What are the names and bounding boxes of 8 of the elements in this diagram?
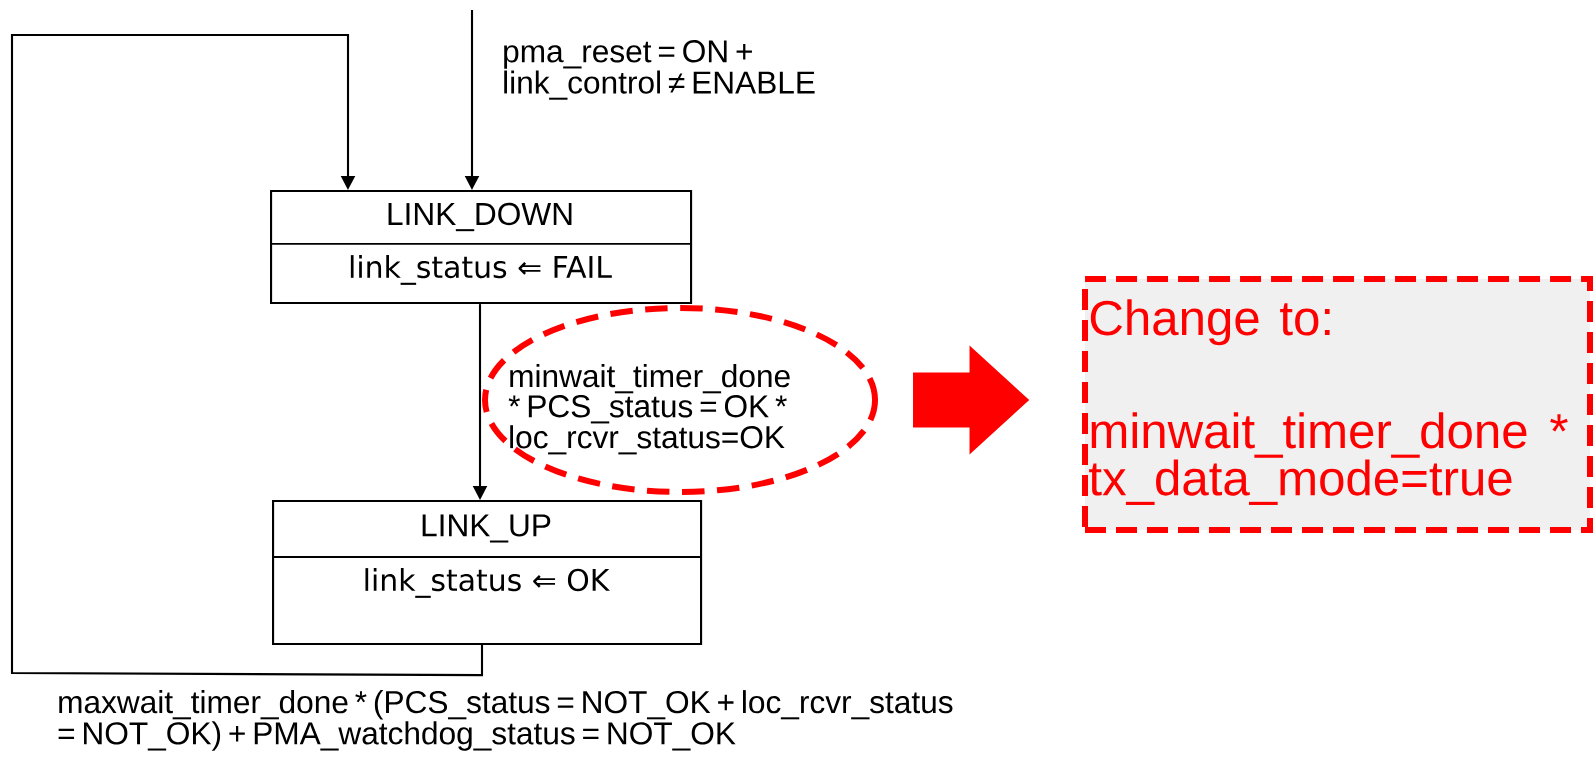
edge-label: maxwait_timer_done * (PCS_status = NOT_OK + loc_rcvr_status = NOT_OK) + PMA_watchdog_status = NOT_OK <box>58 690 953 751</box>
edge-label: pma_reset = ON + link_control ≠ ENABLE <box>504 40 815 100</box>
state-box: LINK_UP link_status ⇐ OK <box>271 500 703 646</box>
highlight-ellipse <box>482 305 878 495</box>
edge-label: minwait_timer_done * PCS_status = OK * loc_rcvr_status=OK <box>508 364 790 455</box>
note-box: Change to: minwait_timer_done * tx_data_mode=true <box>1082 276 1594 533</box>
state-box: LINK_DOWN link_status ⇐ FAIL <box>269 190 693 305</box>
arrow <box>10 33 484 677</box>
